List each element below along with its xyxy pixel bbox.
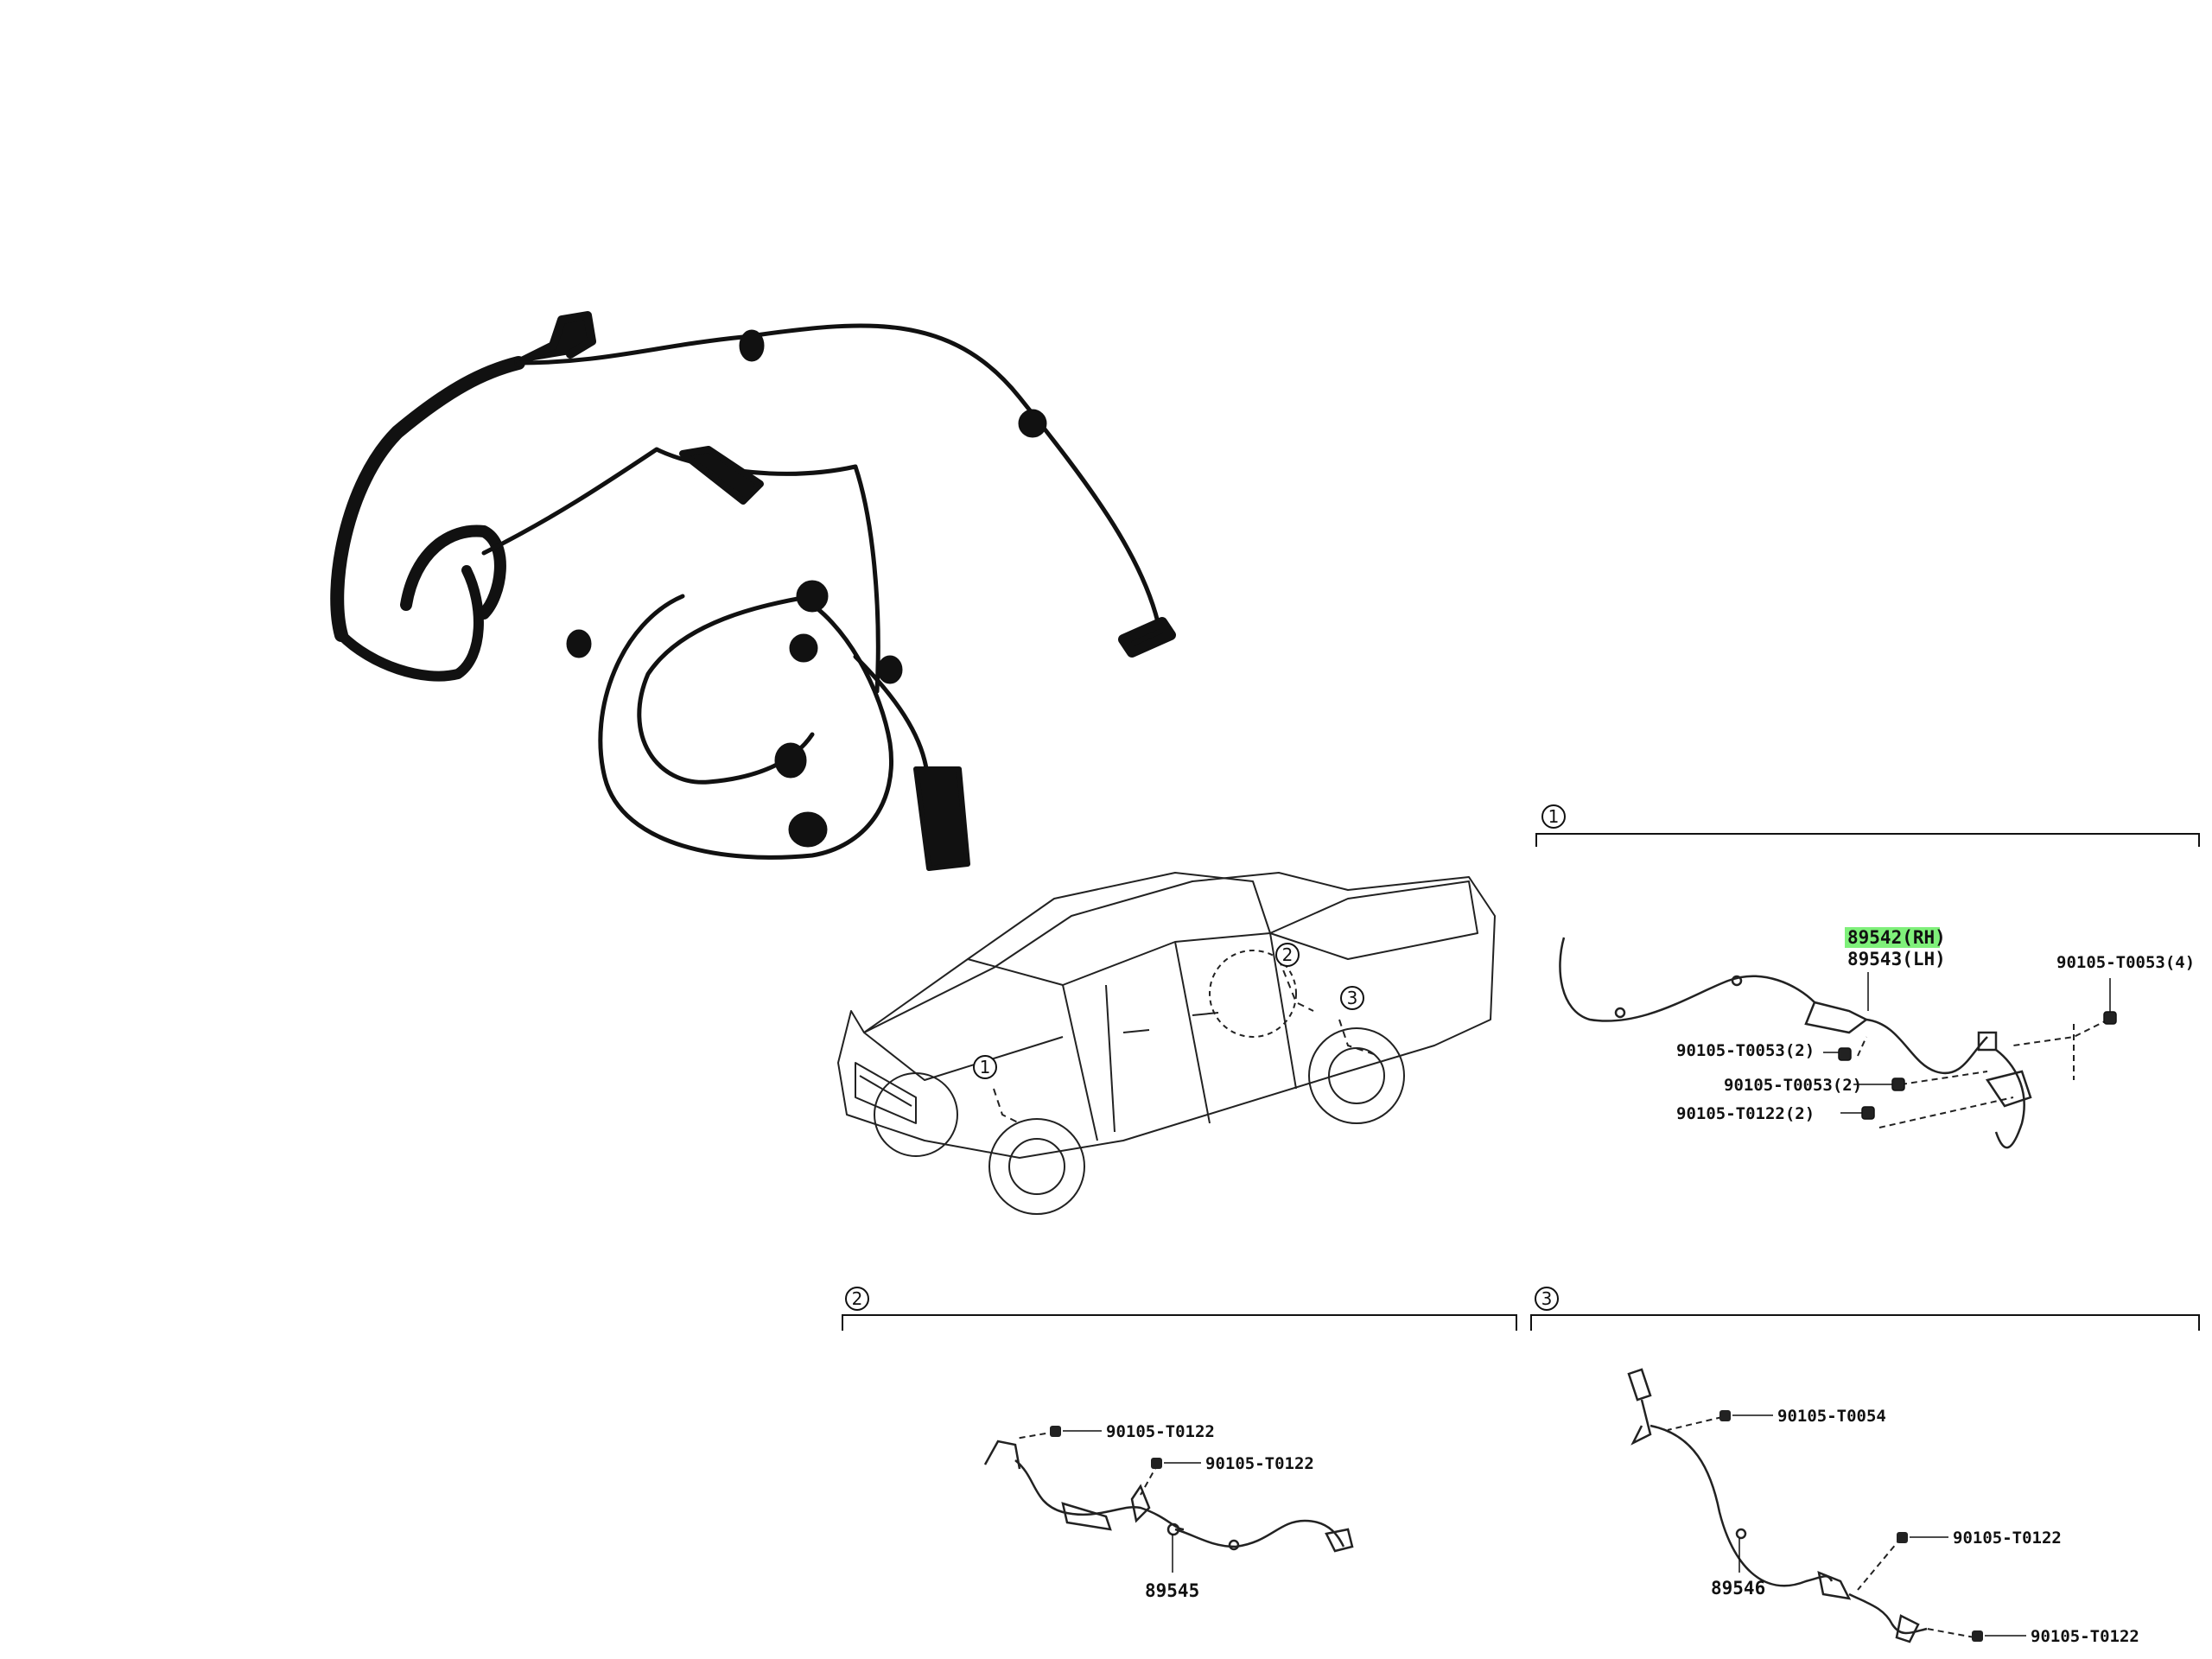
vehicle-illustration [837,872,1496,1215]
section-3-bracket [1530,1314,2200,1331]
bolt-icon [1861,1106,1875,1120]
section-1: 1 [1535,804,2200,1149]
vehicle-callout-2-label: 2 [1282,944,1294,965]
bolt-part-90105-t0053-4[interactable]: 90105-T0053(4) [2056,953,2195,972]
section-2-callout [845,1287,869,1311]
part-number-89543-lh[interactable]: 89543(LH) [1847,949,1946,969]
section-2-sensor-wire [983,1440,1354,1553]
bolt-part-90105-t0122-a[interactable]: 90105-T0122 [1106,1422,1215,1441]
section-3-label-leaders [1732,1414,2026,1637]
bolt-part-90105-t0122-b[interactable]: 90105-T0122 [1205,1454,1314,1473]
part-number-89546[interactable]: 89546 [1711,1578,1765,1599]
section-3-sensor-wire [1627,1368,1928,1643]
bolt-icon [1151,1458,1162,1469]
section-3-callout-label: 3 [1541,1288,1553,1309]
section-2-bracket [842,1314,1517,1331]
section-2-bolts [1050,1426,1162,1469]
section-1-bracket [1535,833,2200,847]
part-number-89542-rh[interactable]: 89542(RH) [1847,927,1946,948]
section-3-bolts [1719,1410,1983,1642]
section-1-sensor-wire [1559,937,2032,1149]
bolt-part-90105-t0054[interactable]: 90105-T0054 [1777,1407,1886,1426]
bolt-icon [1972,1630,1983,1642]
bolt-part-90105-t0122-a[interactable]: 90105-T0122 [1953,1529,2062,1548]
section-2: 2 90105-T0122 90105-T0122 89545 [842,1287,1517,1601]
vehicle-callout-3-label: 3 [1347,988,1358,1008]
bolt-icon [1838,1047,1852,1061]
bolt-icon [1897,1532,1908,1543]
bolt-part-90105-t0053-2b[interactable]: 90105-T0053(2) [1724,1076,1862,1095]
section-2-label-leaders [1063,1430,1201,1573]
section-3: 3 90105-T0054 90105-T0122 [1530,1287,2200,1646]
section-1-callout [1541,804,1566,829]
vehicle-callout-3[interactable]: 3 [1340,986,1364,1010]
section-1-label-leaders [1823,972,2111,1114]
vehicle-callout-1[interactable]: 1 [973,1055,997,1079]
bolt-icon [1050,1426,1061,1437]
bolt-part-90105-t0122-2[interactable]: 90105-T0122(2) [1676,1104,1815,1123]
vehicle-callout-2[interactable]: 2 [1275,943,1300,967]
section-1-callout-label: 1 [1548,806,1560,827]
bolt-part-90105-t0053-2a[interactable]: 90105-T0053(2) [1676,1041,1815,1060]
section-2-callout-label: 2 [852,1288,863,1309]
bolt-icon [2103,1011,2117,1025]
abs-sensor-harness-image [330,311,1176,871]
section-1-leaders [1857,1019,2109,1128]
part-number-89545[interactable]: 89545 [1145,1580,1199,1601]
part-highlight [1845,927,1940,948]
bolt-part-90105-t0122-b[interactable]: 90105-T0122 [2031,1627,2139,1646]
bolt-icon [1891,1077,1905,1091]
section-3-callout [1535,1287,1559,1311]
bolt-icon [1719,1410,1731,1421]
section-3-leaders [1667,1416,1975,1638]
vehicle-callout-1-label: 1 [980,1057,991,1077]
